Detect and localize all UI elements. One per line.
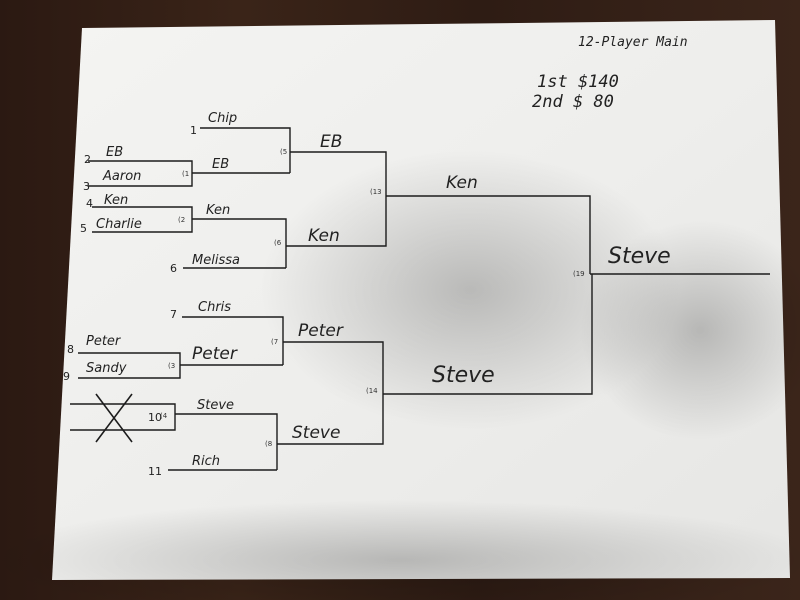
line-seed-7 [182, 316, 284, 365]
seed-number: 7 [170, 308, 177, 321]
entrant-name: Melissa [192, 253, 240, 268]
line-match-7-winner [283, 341, 384, 394]
winner-name: Peter [298, 321, 344, 341]
match-number: (1 [182, 170, 189, 178]
seed-number: 10 [148, 411, 162, 424]
entrant-name: EB [106, 145, 123, 160]
prize-second: 2nd $ 80 [532, 92, 614, 112]
match-number: (3 [168, 362, 175, 370]
entrant-name: Sandy [86, 361, 127, 376]
match-number: (6 [274, 239, 282, 247]
line-match-14-winner [383, 274, 593, 395]
entrant-name: Steve [197, 398, 234, 413]
line-match-13-winner [386, 195, 591, 274]
entrant-name: Chip [208, 111, 237, 126]
winner-name: Ken [206, 203, 230, 218]
line-match-6-winner [286, 196, 387, 247]
match-number: (7 [271, 338, 278, 346]
entrant-name: Aaron [102, 169, 141, 184]
match-number: (5 [280, 148, 287, 156]
match-number: (19 [573, 270, 585, 278]
seed-number: 11 [148, 465, 162, 478]
seed-number: 8 [67, 343, 74, 356]
line-match-5-winner [290, 151, 387, 196]
line-seed-1 [200, 127, 291, 173]
line-match-8-winner [277, 394, 384, 445]
seed-number: 3 [83, 180, 90, 193]
winner-name: Steve [432, 363, 495, 388]
line-match-2-winner [192, 218, 287, 268]
line-match-4-winner [175, 413, 278, 470]
winner-name: EB [320, 132, 342, 152]
winner-name: Ken [446, 173, 478, 193]
winner-name: Steve [292, 423, 340, 443]
match-number: (8 [265, 440, 272, 448]
match-number: (4 [160, 412, 168, 420]
winner-name: Peter [192, 344, 238, 364]
champion-name: Steve [608, 244, 671, 269]
match-number: (14 [366, 387, 378, 395]
shadow-bottom [0, 500, 800, 600]
winner-name: EB [212, 157, 229, 172]
seed-number: 4 [86, 197, 93, 210]
hand-shadow [580, 220, 800, 440]
entrant-name: Peter [86, 334, 122, 349]
seed-number: 5 [80, 222, 87, 235]
entrant-name: Charlie [96, 217, 142, 232]
entrant-name: Chris [198, 300, 231, 315]
hand-shadow [260, 150, 680, 430]
seed-number: 6 [170, 262, 177, 275]
match-number: (2 [178, 216, 185, 224]
match-number: (13 [370, 188, 382, 196]
entrant-name: Rich [192, 454, 220, 469]
entrant-name: Ken [104, 193, 128, 208]
winner-name: Ken [308, 226, 340, 246]
seed-number: 2 [84, 153, 91, 166]
prize-first: 1st $140 [537, 72, 619, 92]
seed-number: 9 [63, 370, 70, 383]
bracket-title: 12-Player Main [578, 35, 688, 50]
seed-number: 1 [190, 124, 197, 137]
bye-cross [95, 393, 133, 443]
